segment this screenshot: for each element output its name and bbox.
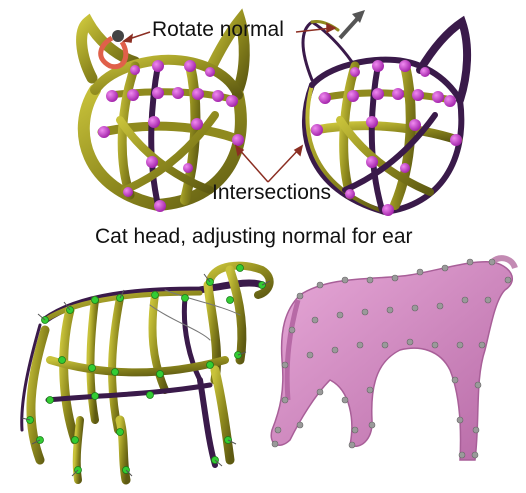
intersections-label: Intersections [212, 181, 331, 205]
cow-tube-model [22, 265, 270, 481]
cow-mesh-model [271, 258, 515, 460]
rotate-normal-label: Rotate normal [152, 18, 284, 42]
rotate-handle-ball [112, 30, 124, 42]
normal-vector-arrow [340, 10, 365, 38]
caption: Cat head, adjusting normal for ear [95, 225, 413, 249]
cat-head-left-tubes [82, 20, 245, 205]
